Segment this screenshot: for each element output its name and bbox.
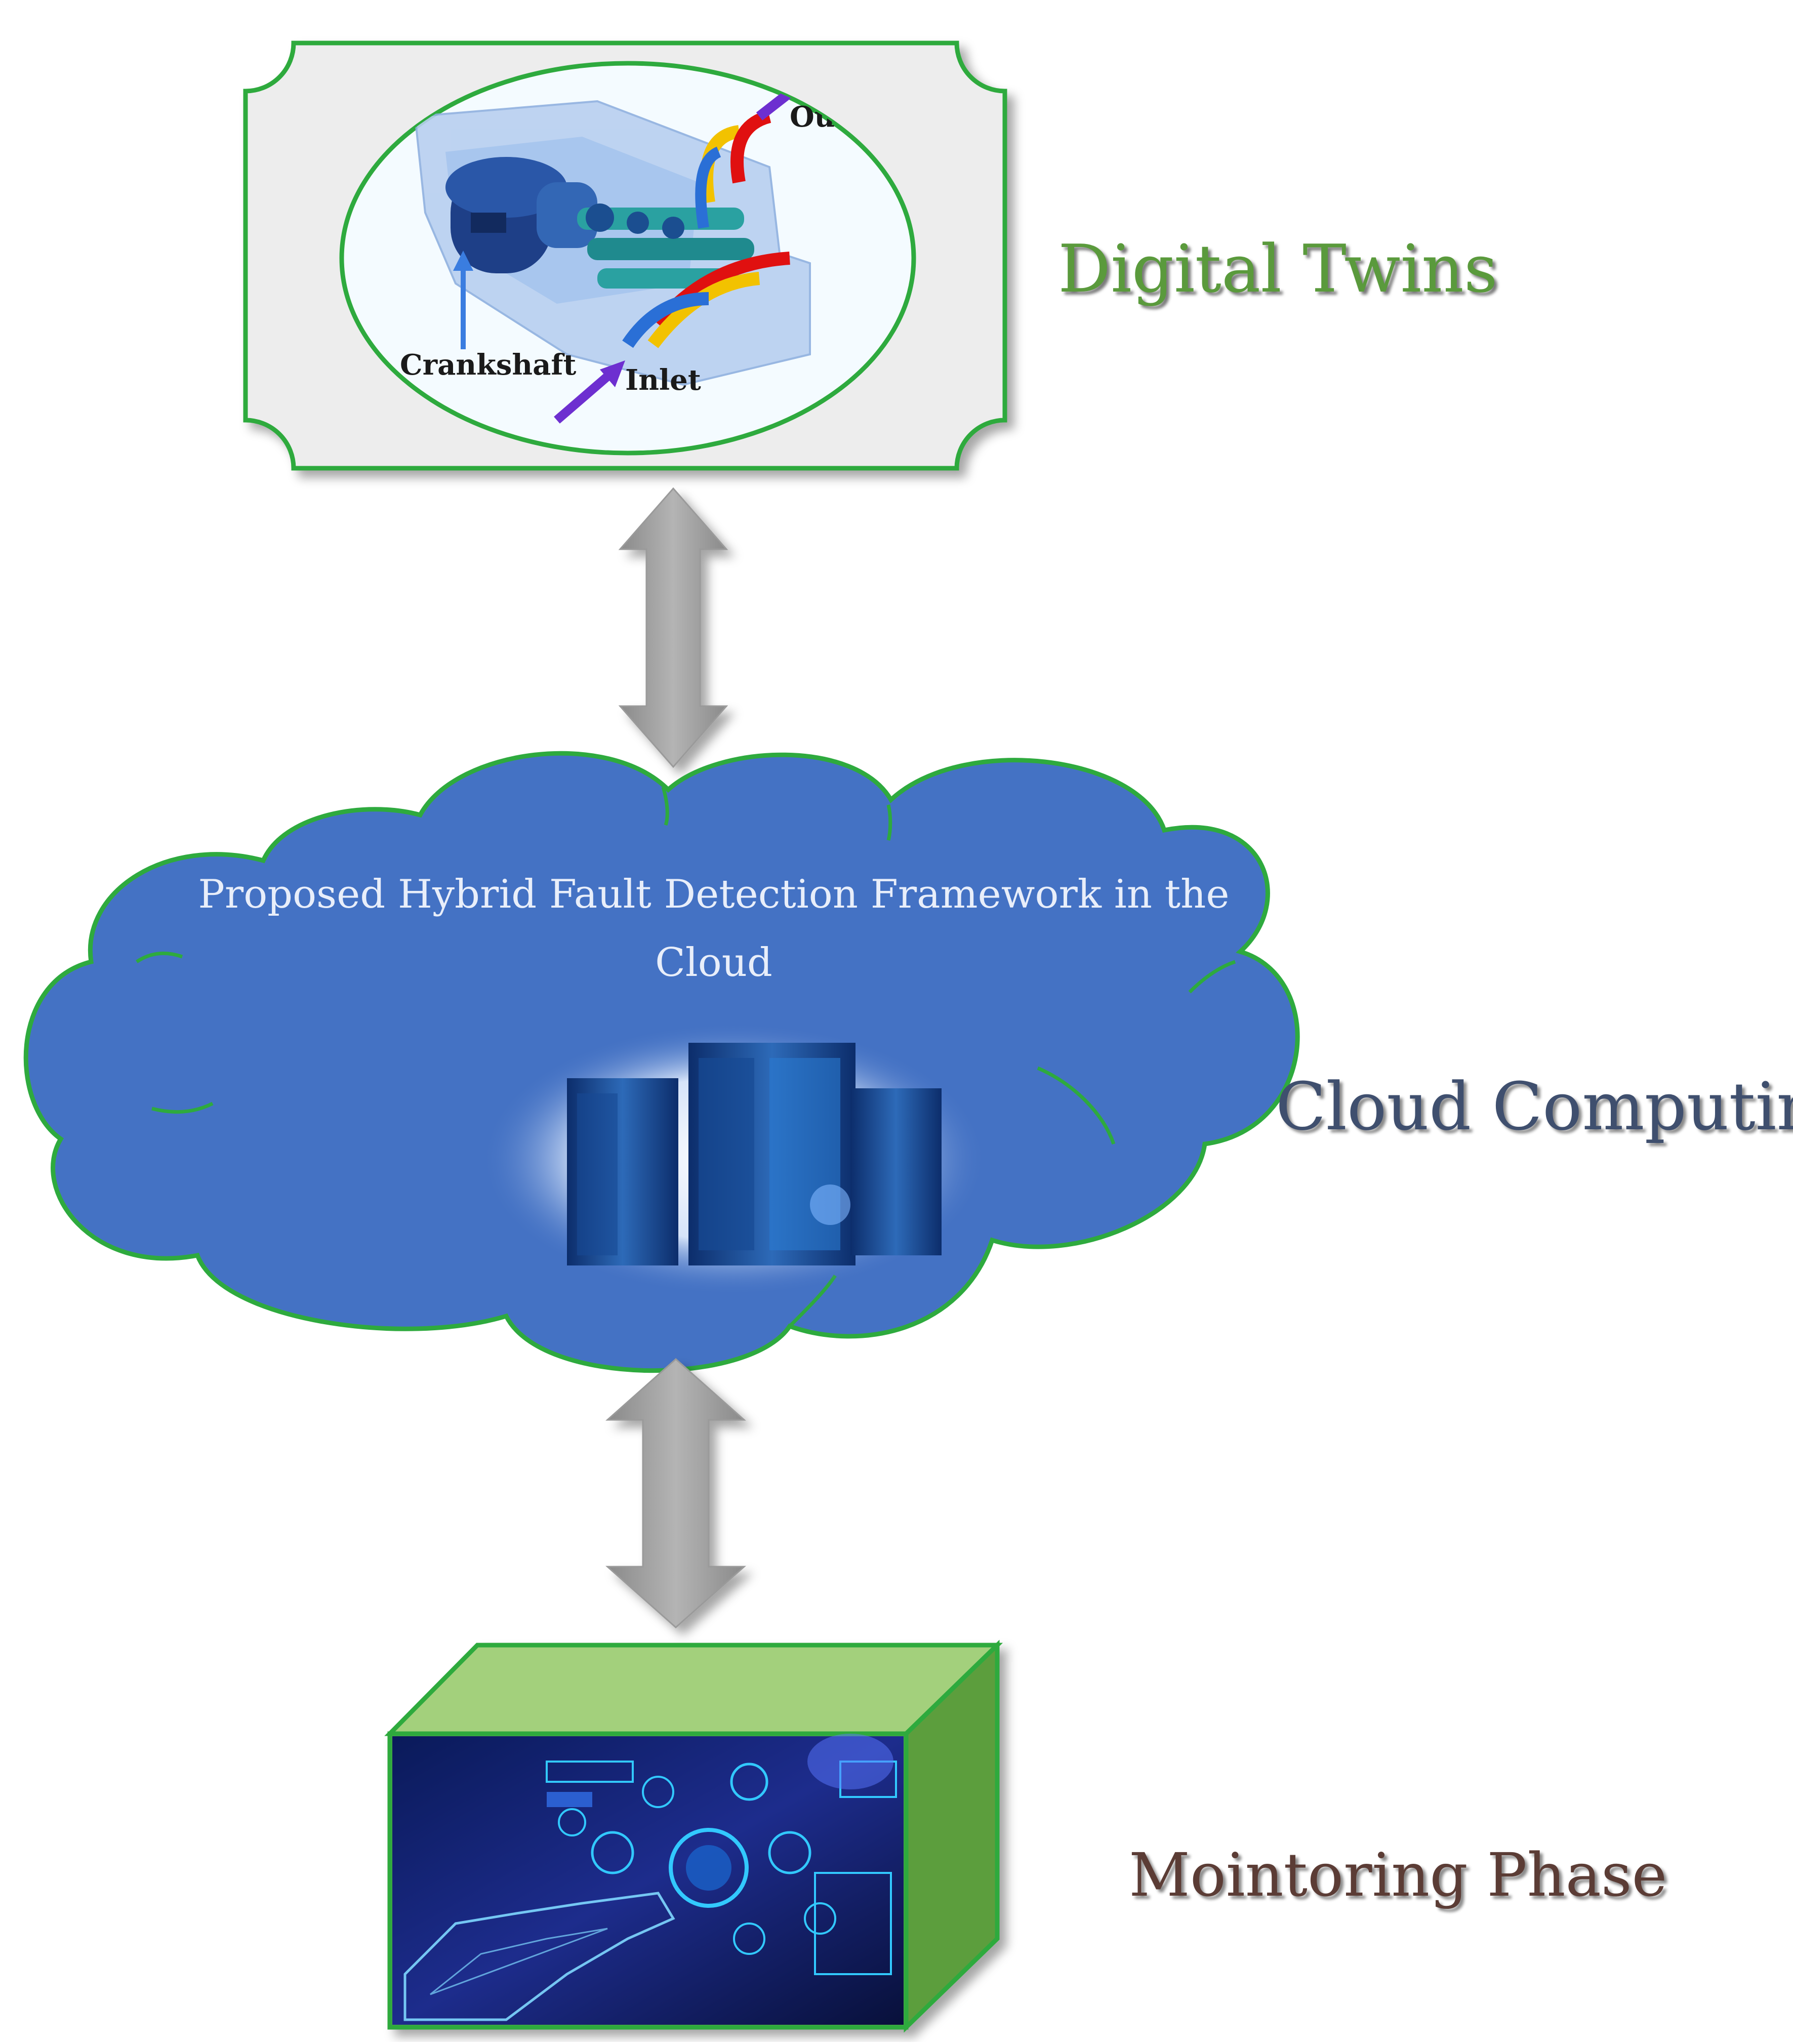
double-arrow-bottom [605, 1358, 746, 1629]
cloud-computing-label: Cloud Computing [1276, 1068, 1793, 1145]
cloud-caption: Proposed Hybrid Fault Detection Framewor… [198, 872, 1230, 986]
inlet-text: Inlet [625, 363, 701, 397]
server-racks-image [481, 1023, 987, 1296]
engine-illustration: Crankshaft Inlet Outlet [400, 77, 890, 424]
double-arrow-top [618, 487, 728, 768]
digital-twins-label: Digital Twins [1058, 230, 1498, 307]
monitoring-phase-label: Mointoring Phase [1129, 1840, 1667, 1910]
crankshaft-text: Crankshaft [400, 348, 576, 382]
monitoring-screen-image [392, 1734, 904, 2025]
